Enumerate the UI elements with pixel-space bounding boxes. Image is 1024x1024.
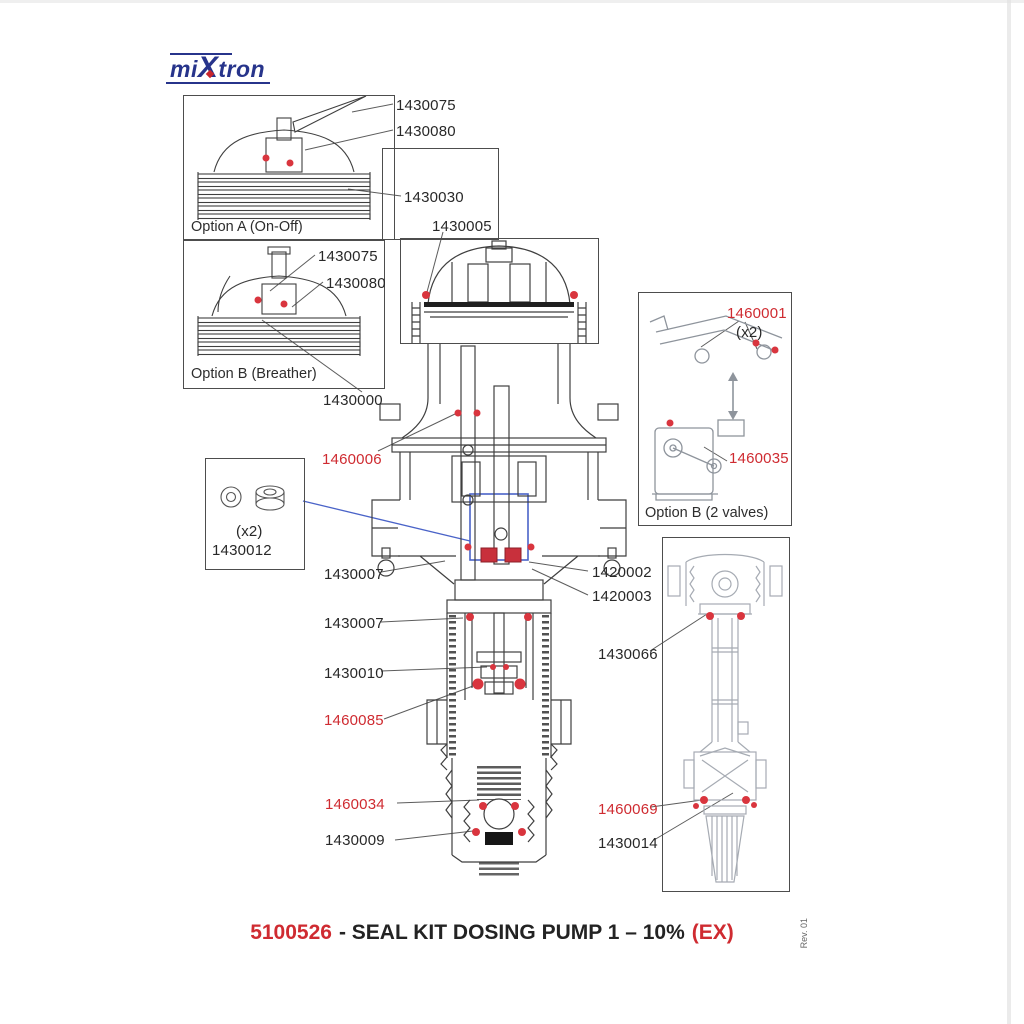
option-b-valves-caption: Option B (2 valves): [645, 505, 769, 521]
title-part-number: 5100526: [250, 921, 332, 944]
part-label: 1430009: [325, 832, 385, 849]
part-label: 1430012: [212, 542, 272, 559]
pump-head-box: [400, 238, 599, 344]
part-label: 1460034: [325, 796, 385, 813]
logo-text: tron: [218, 56, 266, 82]
part-label: 1430000: [323, 392, 383, 409]
option-b-breather-box: [183, 240, 385, 389]
red-seal-blocks: [480, 547, 522, 563]
logo-text: mi: [170, 56, 198, 82]
part-label: 1430030: [404, 189, 464, 206]
grommet-detail-box: [205, 458, 305, 570]
option-a-caption: Option A (On-Off): [191, 219, 303, 235]
arrow-down-icon: [728, 411, 738, 420]
label-callout-box: [382, 148, 499, 240]
logo-x: X: [197, 51, 219, 84]
drawing-title: 5100526 - SEAL KIT DOSING PUMP 1 – 10% (…: [212, 921, 772, 945]
option-a-drawing: [197, 95, 371, 220]
part-label: 1430010: [324, 665, 384, 682]
check-ball: [483, 798, 515, 830]
seal-dots: [254, 154, 779, 836]
part-label: 1430007: [324, 566, 384, 583]
part-label: 1460069: [598, 801, 658, 818]
revision-label: Rev. 01: [799, 918, 809, 949]
part-label: 1430080: [326, 275, 386, 292]
title-suffix: (EX): [691, 921, 734, 944]
qty-label: (x2): [736, 324, 763, 341]
part-label: 1420002: [592, 564, 652, 581]
part-label: 1430005: [432, 218, 492, 235]
arrow-up-icon: [728, 372, 738, 381]
valves-drawing: [649, 315, 783, 501]
part-label: 1430075: [396, 97, 456, 114]
part-label: 1430066: [598, 646, 658, 663]
option-b-breather-caption: Option B (Breather): [191, 366, 317, 382]
option-b-breather-drawing: [197, 246, 361, 356]
option-a-box: [183, 95, 395, 240]
option-b-valves-box: [638, 292, 792, 526]
qty-label: (x2): [236, 523, 263, 540]
part-label: 1430014: [598, 835, 658, 852]
main-pump-drawing: [371, 240, 627, 876]
scan-artifact: [1007, 0, 1011, 1024]
part-label: 1460006: [322, 451, 382, 468]
part-label: 1460035: [729, 450, 789, 467]
logo-rule-bottom: [166, 81, 270, 84]
title-text: - SEAL KIT DOSING PUMP 1 – 10%: [338, 921, 685, 944]
part-label: 1430080: [396, 123, 456, 140]
part-label: 1460001: [727, 305, 787, 322]
part-label: 1420003: [592, 588, 652, 605]
highlight-link: [302, 493, 529, 561]
bottom-seal: [485, 832, 513, 845]
part-label: 1460085: [324, 712, 384, 729]
leader-lines: [261, 103, 758, 841]
highlight-rect: [469, 493, 529, 561]
grommet-detail-drawing: [220, 485, 285, 511]
part-label: 1430075: [318, 248, 378, 265]
suction-tube-box: [662, 537, 790, 892]
logo-rule-top: [170, 53, 232, 55]
scan-artifact: [0, 0, 1024, 3]
part-label: 1430007: [324, 615, 384, 632]
